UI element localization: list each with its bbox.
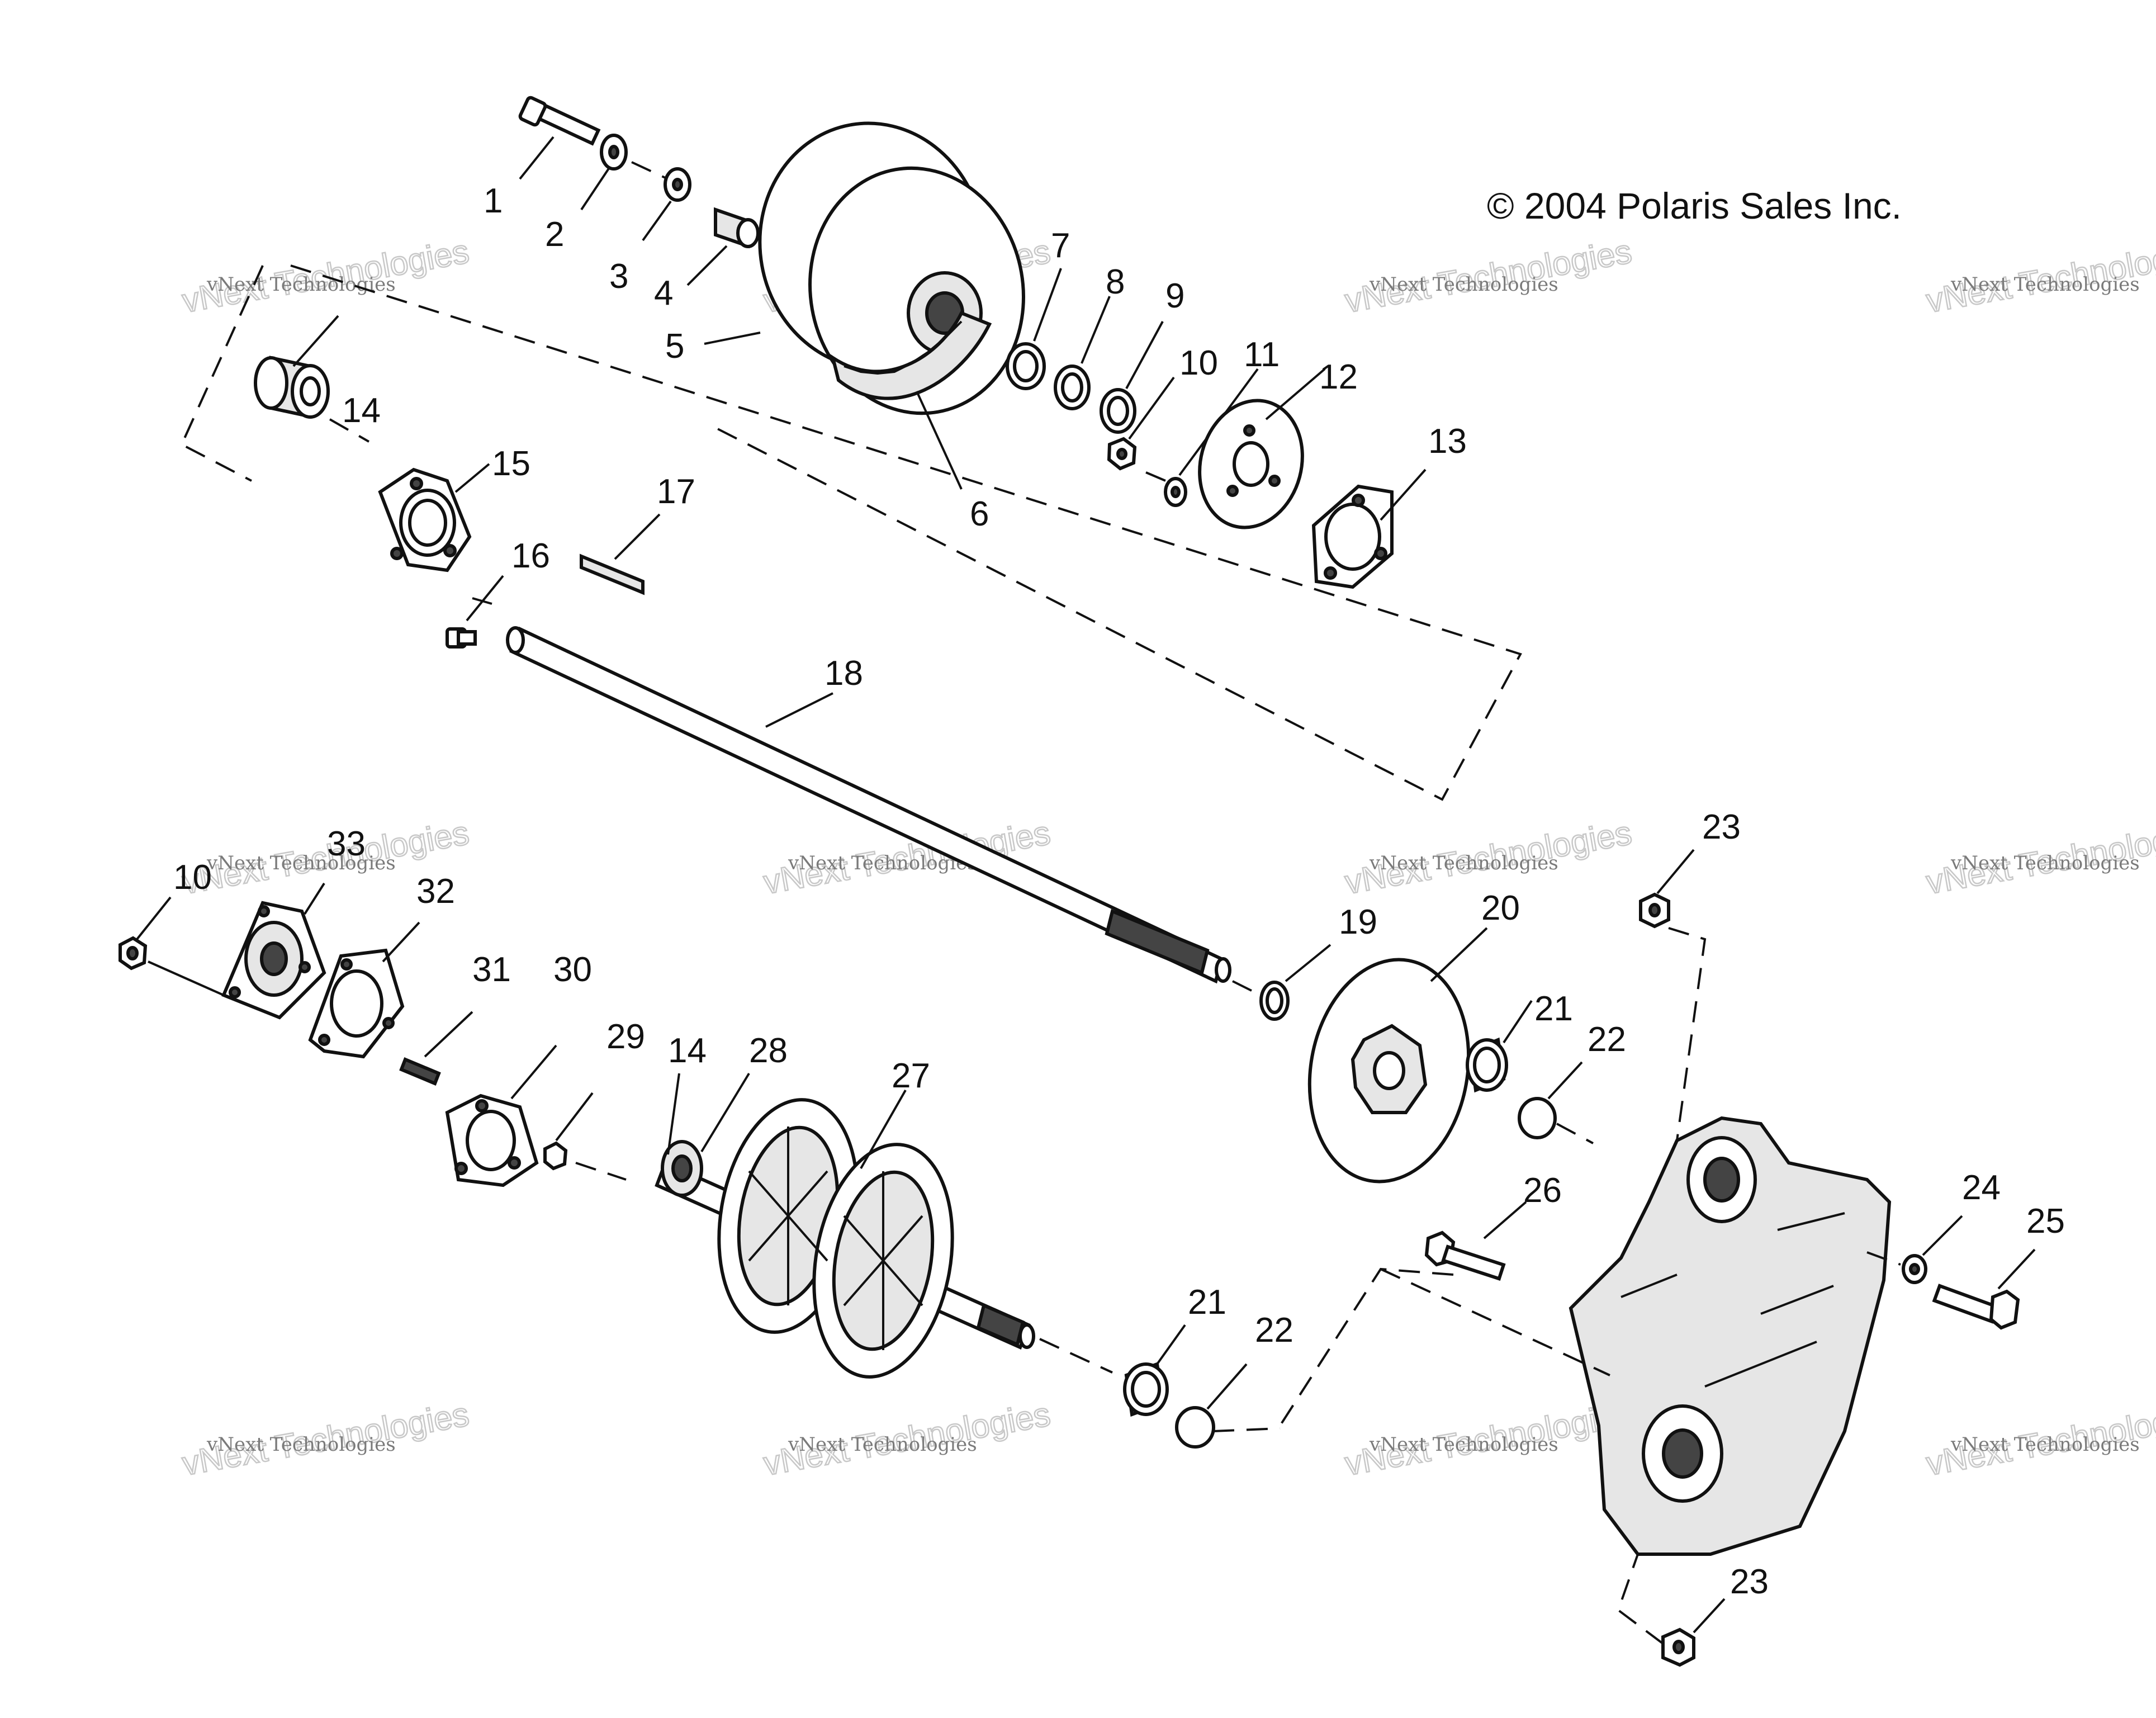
- part-21-bearing-lower: [1123, 1361, 1169, 1417]
- part-1-bolt: [518, 96, 601, 146]
- part-20-brake-disc: [1307, 958, 1471, 1184]
- label-5: 5: [665, 327, 684, 366]
- label-20: 20: [1481, 889, 1520, 927]
- label-24: 24: [1962, 1168, 2001, 1207]
- label-33: 33: [327, 825, 366, 863]
- part-27-drive-sprockets: [655, 1098, 1035, 1379]
- label-26: 26: [1523, 1171, 1562, 1210]
- label-21a: 21: [1534, 990, 1573, 1028]
- part-6-chain: [830, 311, 992, 400]
- part-8-seal: [1054, 365, 1091, 410]
- part-29-bolt: [543, 1141, 568, 1171]
- part-32-gasket: [308, 948, 405, 1059]
- label-4: 4: [654, 274, 673, 313]
- label-30: 30: [553, 950, 592, 989]
- part-15-flange: [378, 467, 472, 572]
- label-29: 29: [606, 1017, 645, 1056]
- assembly-dashed-outline-upper: [180, 264, 1522, 801]
- part-11-washer: [1164, 477, 1187, 507]
- label-18: 18: [825, 654, 863, 693]
- part-17-key: [580, 553, 645, 595]
- label-23b: 23: [1730, 1563, 1769, 1601]
- part-22-plug-upper: [1518, 1097, 1557, 1139]
- part-22-plug-lower: [1175, 1406, 1215, 1449]
- label-14b: 14: [668, 1031, 707, 1070]
- label-10b: 10: [173, 858, 212, 897]
- part-7-seal: [1006, 342, 1046, 390]
- label-3: 3: [609, 257, 628, 296]
- label-27: 27: [892, 1057, 930, 1095]
- part-25-bolt: [1932, 1284, 2020, 1330]
- label-16: 16: [511, 537, 550, 575]
- svg-text:vNext Technologies: vNext Technologies: [1950, 273, 2140, 296]
- copyright-notice: © 2004 Polaris Sales Inc.: [1487, 185, 1902, 226]
- label-23a: 23: [1702, 808, 1741, 846]
- svg-text:vNext Technologies: vNext Technologies: [206, 273, 396, 296]
- label-11: 11: [1244, 335, 1280, 374]
- part-13-flange: [1311, 484, 1394, 589]
- label-1: 1: [484, 182, 503, 220]
- label-6: 6: [970, 495, 989, 533]
- label-13: 13: [1428, 422, 1467, 461]
- part-30-flange: [445, 1094, 539, 1187]
- part-19-snap-ring: [1259, 981, 1290, 1021]
- label-19: 19: [1339, 903, 1377, 941]
- label-17: 17: [657, 472, 695, 511]
- label-9: 9: [1165, 277, 1184, 315]
- part-18-shaft: [506, 626, 1231, 984]
- label-22b: 22: [1255, 1311, 1293, 1350]
- part-28-bearing: [661, 1140, 703, 1197]
- label-32: 32: [416, 872, 455, 911]
- label-8: 8: [1106, 263, 1125, 301]
- label-7: 7: [1051, 226, 1070, 265]
- part-23-nut-upper: [1639, 892, 1670, 929]
- part-24-washer: [1902, 1254, 1927, 1284]
- part-16-bolt: [446, 627, 477, 649]
- part-3-washer: [664, 167, 691, 202]
- svg-text:vNext Technologies: vNext Technologies: [1369, 852, 1558, 874]
- part-9-seal: [1100, 388, 1136, 434]
- svg-text:vNext Technologies: vNext Technologies: [1950, 852, 2140, 874]
- label-31: 31: [472, 950, 511, 989]
- svg-text:vNext Technologies: vNext Technologies: [206, 1433, 396, 1456]
- label-10a: 10: [1179, 344, 1218, 382]
- part-2-washer: [600, 134, 628, 171]
- svg-text:vNext Technologies: vNext Technologies: [206, 852, 396, 874]
- part-31-stud: [399, 1057, 441, 1086]
- label-25: 25: [2026, 1202, 2065, 1241]
- label-28: 28: [749, 1031, 788, 1070]
- part-23-nut-lower: [1661, 1627, 1695, 1667]
- part-33-flange-assembly: [221, 901, 326, 1020]
- label-21b: 21: [1188, 1283, 1226, 1322]
- part-12-plate: [1198, 399, 1304, 529]
- part-10-nut-lower: [119, 936, 148, 971]
- part-10-nut: [1107, 437, 1137, 471]
- part-26-bolt: [1424, 1230, 1506, 1281]
- part-21-bearing-upper: [1466, 1037, 1508, 1093]
- part-14-bearing: [254, 356, 330, 419]
- svg-text:vNext Technologies: vNext Technologies: [1369, 273, 1558, 296]
- part-4-spacer: [714, 207, 760, 249]
- label-2: 2: [545, 215, 564, 254]
- label-22a: 22: [1588, 1020, 1626, 1059]
- label-15: 15: [492, 444, 530, 483]
- svg-text:vNext Technologies: vNext Technologies: [1369, 1433, 1558, 1456]
- svg-text:vNext Technologies: vNext Technologies: [1950, 1433, 2140, 1456]
- part-gear-case: [1569, 1116, 1892, 1556]
- svg-text:vNext Technologies: vNext Technologies: [788, 1433, 977, 1456]
- label-14-upper: 14: [342, 391, 381, 430]
- label-12: 12: [1319, 358, 1358, 396]
